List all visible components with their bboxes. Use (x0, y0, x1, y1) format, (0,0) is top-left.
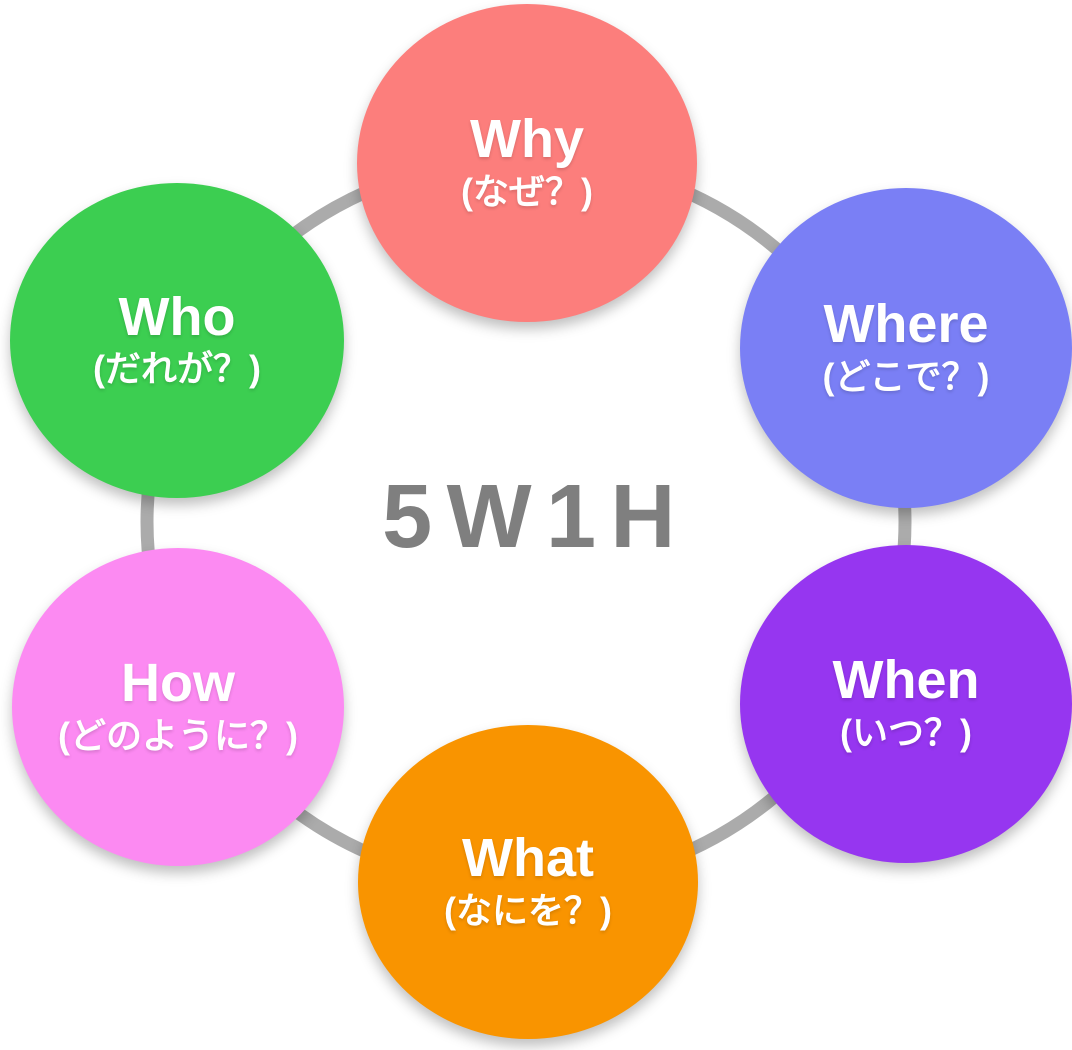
node-label: When (832, 650, 980, 711)
node-how: How (どのように？) (12, 548, 344, 866)
node-sublabel: (どこで？) (822, 355, 990, 397)
node-when: When (いつ？) (740, 545, 1072, 863)
node-sublabel: (なにを？) (444, 889, 612, 931)
node-label: Who (118, 286, 236, 347)
node-sublabel: (だれが？) (93, 348, 261, 390)
node-sublabel: (いつ？) (840, 711, 972, 753)
node-sublabel: (なぜ？) (461, 170, 593, 212)
node-what: What (なにを？) (358, 725, 698, 1039)
node-who: Who (だれが？) (10, 183, 344, 498)
node-where: Where (どこで？) (740, 188, 1072, 508)
node-label: How (121, 653, 235, 714)
node-label: Why (470, 109, 584, 170)
node-why: Why (なぜ？) (357, 4, 697, 322)
node-label: What (462, 828, 594, 889)
node-label: Where (823, 294, 989, 355)
center-title: 5W1H (382, 467, 690, 567)
node-sublabel: (どのように？) (58, 714, 298, 756)
